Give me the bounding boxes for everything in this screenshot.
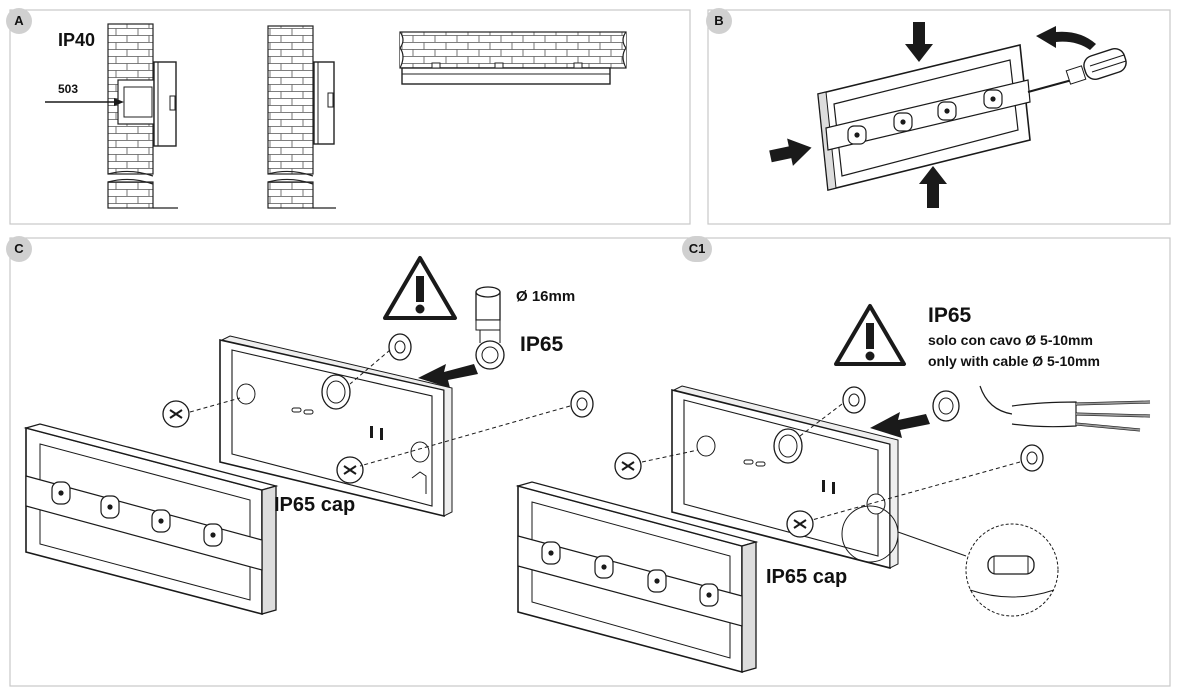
detail-callout <box>897 523 1059 617</box>
panel-c-frame <box>9 237 1171 687</box>
ip40-label: IP40 <box>58 30 96 50</box>
base-plate-c <box>219 335 453 518</box>
base-plate-c1 <box>671 385 899 570</box>
luminaire-cover-c <box>23 423 279 616</box>
panel-c-badge: C <box>6 236 32 262</box>
warning-triangle-c <box>383 256 457 320</box>
luminaire-cover-c1 <box>515 481 759 674</box>
dimension-arrow <box>45 98 124 106</box>
cable <box>979 385 1151 432</box>
ip65-label-c: IP65 <box>520 333 564 356</box>
dashed-guides-c <box>189 349 571 467</box>
cable-note-italian: solo con cavo Ø 5-10mm <box>928 332 1093 348</box>
insert-arrow-c1 <box>870 412 930 438</box>
ip65-cap-label-c1: IP65 cap <box>766 566 848 588</box>
wall-section-recessed <box>107 23 178 209</box>
panel-b-frame <box>707 9 1171 225</box>
diameter-label: Ø 16mm <box>516 288 576 305</box>
dashed-guides-c1 <box>641 403 1021 521</box>
caps-c1 <box>614 386 1044 538</box>
wall-section-surface <box>267 25 336 209</box>
insert-arrow-c <box>418 364 478 388</box>
warning-triangle-c1 <box>834 304 906 366</box>
screwdriver <box>1027 47 1127 93</box>
ceiling-section <box>399 31 627 85</box>
cable-note-english: only with cable Ø 5-10mm <box>928 353 1100 369</box>
panel-c1-badge: C1 <box>682 236 712 262</box>
caps-c <box>162 333 594 484</box>
push-arrows <box>769 22 1096 208</box>
panel-a-frame <box>9 9 691 225</box>
panel-b-badge: B <box>706 8 732 34</box>
luminaire-open-b <box>817 44 1031 191</box>
cable-gland <box>475 286 505 370</box>
dimension-label: 503 <box>58 82 79 96</box>
ip65-label-c1: IP65 <box>928 304 972 327</box>
panel-a-badge: A <box>6 8 32 34</box>
ip65-cap-label-c: IP65 cap <box>274 494 356 516</box>
